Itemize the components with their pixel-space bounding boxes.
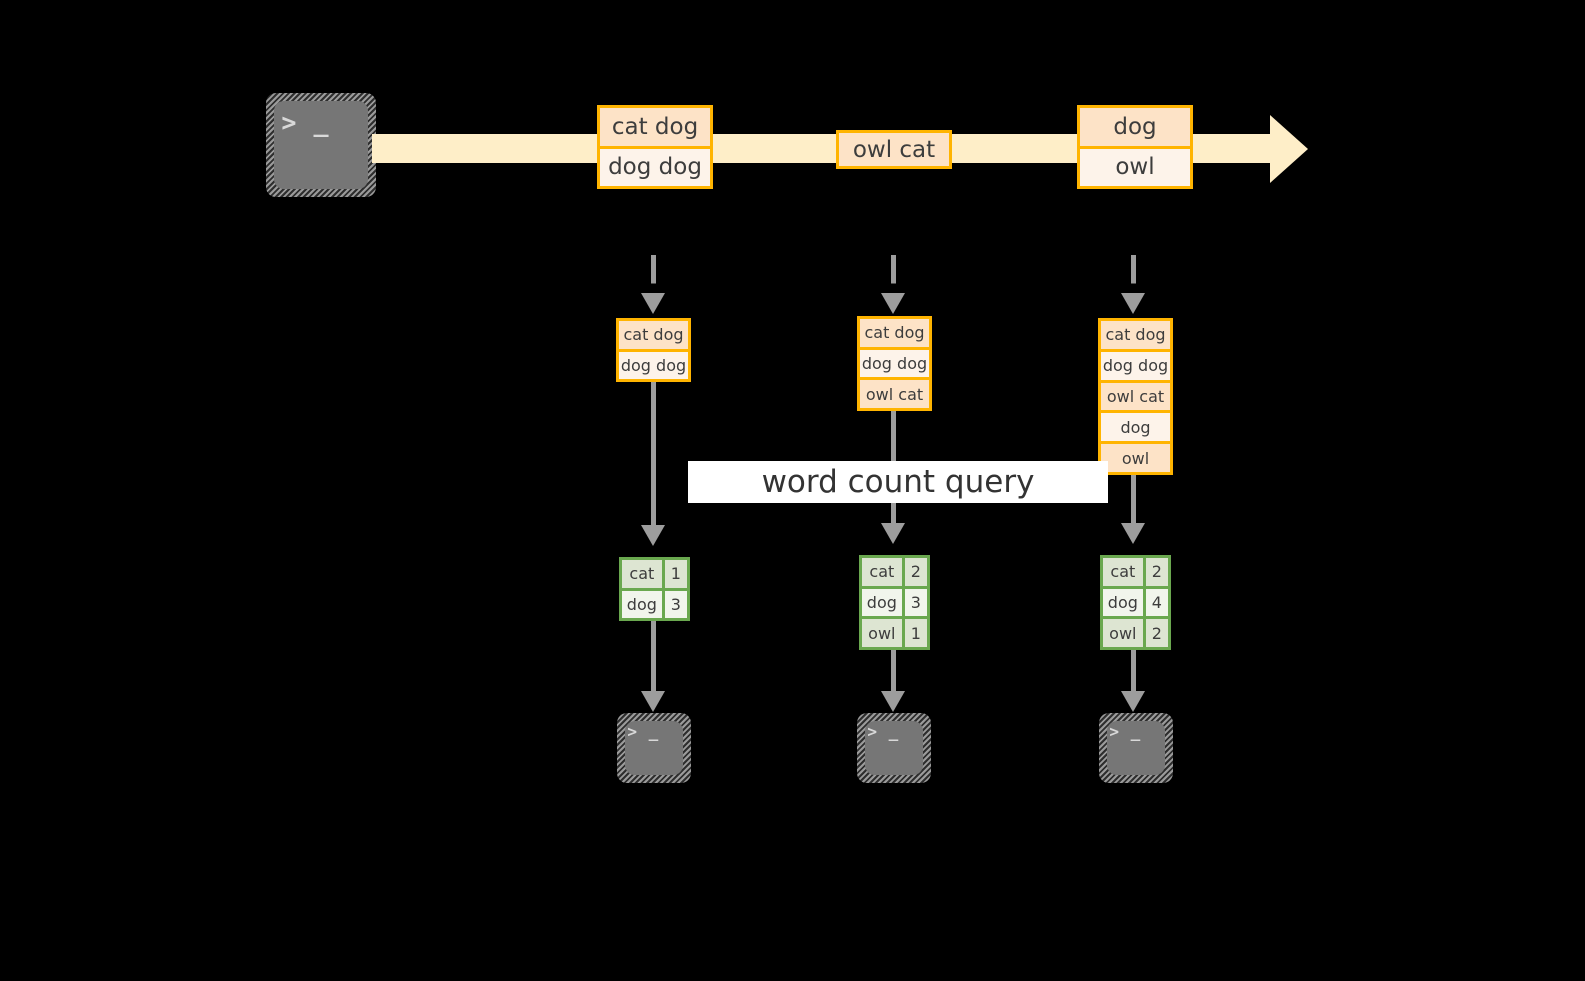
trigger-3-input-table[interactable]: cat dog dog dog owl cat dog owl <box>1098 318 1173 475</box>
trigger-2-sink-terminal-icon: > _ <box>857 713 931 783</box>
trigger-3-sink-connector <box>1131 650 1136 697</box>
trigger-3-dashed-arrowhead-icon <box>1121 293 1145 314</box>
trigger-1-sink-terminal-icon: > _ <box>617 713 691 783</box>
input-row: dog dog <box>1101 348 1170 380</box>
terminal-prompt-glyph: > _ <box>627 722 660 742</box>
result-word-cell: owl <box>862 619 902 648</box>
result-row: dog 3 <box>622 587 687 618</box>
message-row: dog dog <box>600 145 710 186</box>
result-word-cell: dog <box>1103 588 1143 617</box>
result-word-cell: owl <box>1103 619 1143 648</box>
trigger-2-sink-connector <box>891 650 896 697</box>
terminal-prompt-glyph: > _ <box>1109 722 1142 742</box>
input-row: dog dog <box>619 348 688 379</box>
query-label-band: word count query <box>688 461 1108 503</box>
stream-arrowhead-icon <box>1270 115 1308 183</box>
result-count-cell: 2 <box>1142 558 1168 586</box>
terminal-body <box>274 101 368 189</box>
trigger-3-sink-arrowhead-icon <box>1121 691 1145 712</box>
trigger-2-sink-arrowhead-icon <box>881 691 905 712</box>
trigger-2-dashed-arrowhead-icon <box>881 293 905 314</box>
query-label-text: word count query <box>761 464 1035 500</box>
result-row: cat 2 <box>862 558 927 586</box>
trigger-1-dashed-arrowhead-icon <box>641 293 665 314</box>
result-row: owl 1 <box>862 616 927 648</box>
input-row: dog dog <box>860 346 929 378</box>
message-row: owl cat <box>839 133 949 166</box>
result-count-cell: 1 <box>901 619 927 648</box>
result-word-cell: dog <box>622 590 662 618</box>
result-count-cell: 2 <box>901 558 927 586</box>
input-row: dog <box>1101 410 1170 442</box>
result-word-cell: cat <box>862 558 902 586</box>
trigger-2-input-table[interactable]: cat dog dog dog owl cat <box>857 316 932 411</box>
result-count-cell: 3 <box>901 588 927 617</box>
trigger-3-result-table[interactable]: cat 2 dog 4 owl 2 <box>1100 555 1171 650</box>
trigger-3-sink-terminal-icon: > _ <box>1099 713 1173 783</box>
trigger-3-dashed-connector <box>1131 255 1136 301</box>
input-row: cat dog <box>860 319 929 347</box>
message-row: owl <box>1080 145 1190 186</box>
result-count-cell: 1 <box>661 560 687 588</box>
result-row: dog 3 <box>862 585 927 617</box>
source-terminal-icon: > _ <box>266 93 376 197</box>
trigger-2-result-table[interactable]: cat 2 dog 3 owl 1 <box>859 555 930 650</box>
terminal-body <box>865 721 923 775</box>
trigger-3-query-connector <box>1131 475 1136 532</box>
message-row: dog <box>1080 108 1190 146</box>
stream-message-batch-2[interactable]: owl cat <box>836 130 952 169</box>
terminal-body <box>625 721 683 775</box>
input-row: owl cat <box>1101 379 1170 411</box>
trigger-1-input-table[interactable]: cat dog dog dog <box>616 318 691 382</box>
result-row: dog 4 <box>1103 585 1168 617</box>
result-count-cell: 4 <box>1142 588 1168 617</box>
result-row: cat 1 <box>622 560 687 588</box>
terminal-prompt-glyph: > _ <box>867 722 900 742</box>
result-row: owl 2 <box>1103 616 1168 648</box>
trigger-1-sink-arrowhead-icon <box>641 691 665 712</box>
terminal-prompt-glyph: > _ <box>281 107 330 137</box>
input-row: owl <box>1101 441 1170 472</box>
message-row: cat dog <box>600 108 710 146</box>
result-word-cell: cat <box>622 560 662 588</box>
trigger-1-query-arrowhead-icon <box>641 525 665 546</box>
trigger-1-result-table[interactable]: cat 1 dog 3 <box>619 557 690 621</box>
input-row: cat dog <box>1101 321 1170 349</box>
stream-message-batch-1[interactable]: cat dog dog dog <box>597 105 713 189</box>
trigger-1-sink-connector <box>651 621 656 697</box>
result-row: cat 2 <box>1103 558 1168 586</box>
result-word-cell: cat <box>1103 558 1143 586</box>
input-row: cat dog <box>619 321 688 349</box>
result-word-cell: dog <box>862 588 902 617</box>
trigger-2-dashed-connector <box>891 255 896 301</box>
trigger-1-dashed-connector <box>651 255 656 301</box>
terminal-body <box>1107 721 1165 775</box>
trigger-3-query-arrowhead-icon <box>1121 523 1145 544</box>
input-row: owl cat <box>860 377 929 409</box>
stream-message-batch-3[interactable]: dog owl <box>1077 105 1193 189</box>
result-count-cell: 2 <box>1142 619 1168 648</box>
result-count-cell: 3 <box>661 590 687 618</box>
trigger-1-query-connector <box>651 382 656 534</box>
trigger-2-query-arrowhead-icon <box>881 523 905 544</box>
